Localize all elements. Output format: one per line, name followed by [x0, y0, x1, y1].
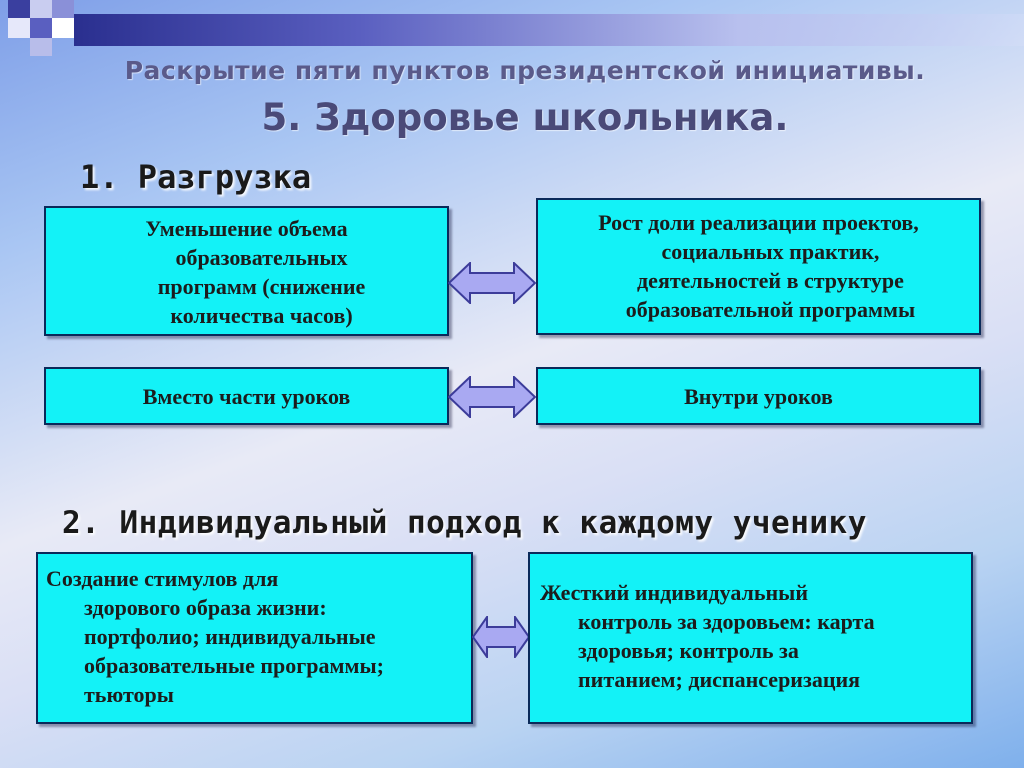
box-projects-growth: Рост доли реализации проектов, социальны… [536, 198, 981, 335]
box-line: количества часов) [170, 303, 353, 328]
box-line: здоровья; контроль за [578, 638, 799, 663]
double-arrow-icon [448, 376, 536, 418]
box-line: контроль за здоровьем: карта [578, 609, 875, 634]
box-line: образовательной программы [625, 297, 916, 322]
header-bar [74, 14, 1024, 46]
box-line: здорового образа жизни: [84, 595, 327, 620]
box-line: социальных практик, [661, 239, 880, 264]
box-instead-of-lessons: Вместо части уроков [44, 367, 449, 425]
slide-subtitle: 5. Здоровье школьника. [261, 96, 789, 139]
box-line: Создание стимулов для [46, 566, 279, 591]
box-line: Внутри уроков [684, 384, 833, 409]
slide-title: Раскрытие пяти пунктов президентской ини… [124, 56, 926, 85]
double-arrow-icon [472, 616, 530, 658]
box-line: Жесткий индивидуальный [540, 580, 809, 605]
box-line: тьюторы [84, 682, 174, 707]
box-health-control: Жесткий индивидуальный контроль за здоро… [528, 552, 973, 724]
box-line: деятельностей в структуре [637, 268, 904, 293]
box-reduce-programs: Уменьшение объема образовательных програ… [44, 206, 449, 336]
box-line: портфолио; индивидуальные [84, 624, 376, 649]
box-inside-lessons: Внутри уроков [536, 367, 981, 425]
box-line: образовательных [175, 245, 348, 270]
box-line: питанием; диспансеризация [578, 667, 861, 692]
box-health-incentives: Создание стимулов для здорового образа ж… [36, 552, 473, 724]
box-line: Уменьшение объема [145, 216, 348, 241]
box-line: программ (снижение [157, 274, 366, 299]
section-heading-individual-approach: 2. Индивидуальный подход к каждому учени… [62, 505, 867, 541]
double-arrow-icon [448, 262, 536, 304]
section-heading-unloading: 1. Разгрузка [80, 158, 312, 196]
box-line: Вместо части уроков [142, 384, 351, 409]
box-line: Рост доли реализации проектов, [598, 210, 919, 235]
box-line: образовательные программы; [84, 653, 384, 678]
